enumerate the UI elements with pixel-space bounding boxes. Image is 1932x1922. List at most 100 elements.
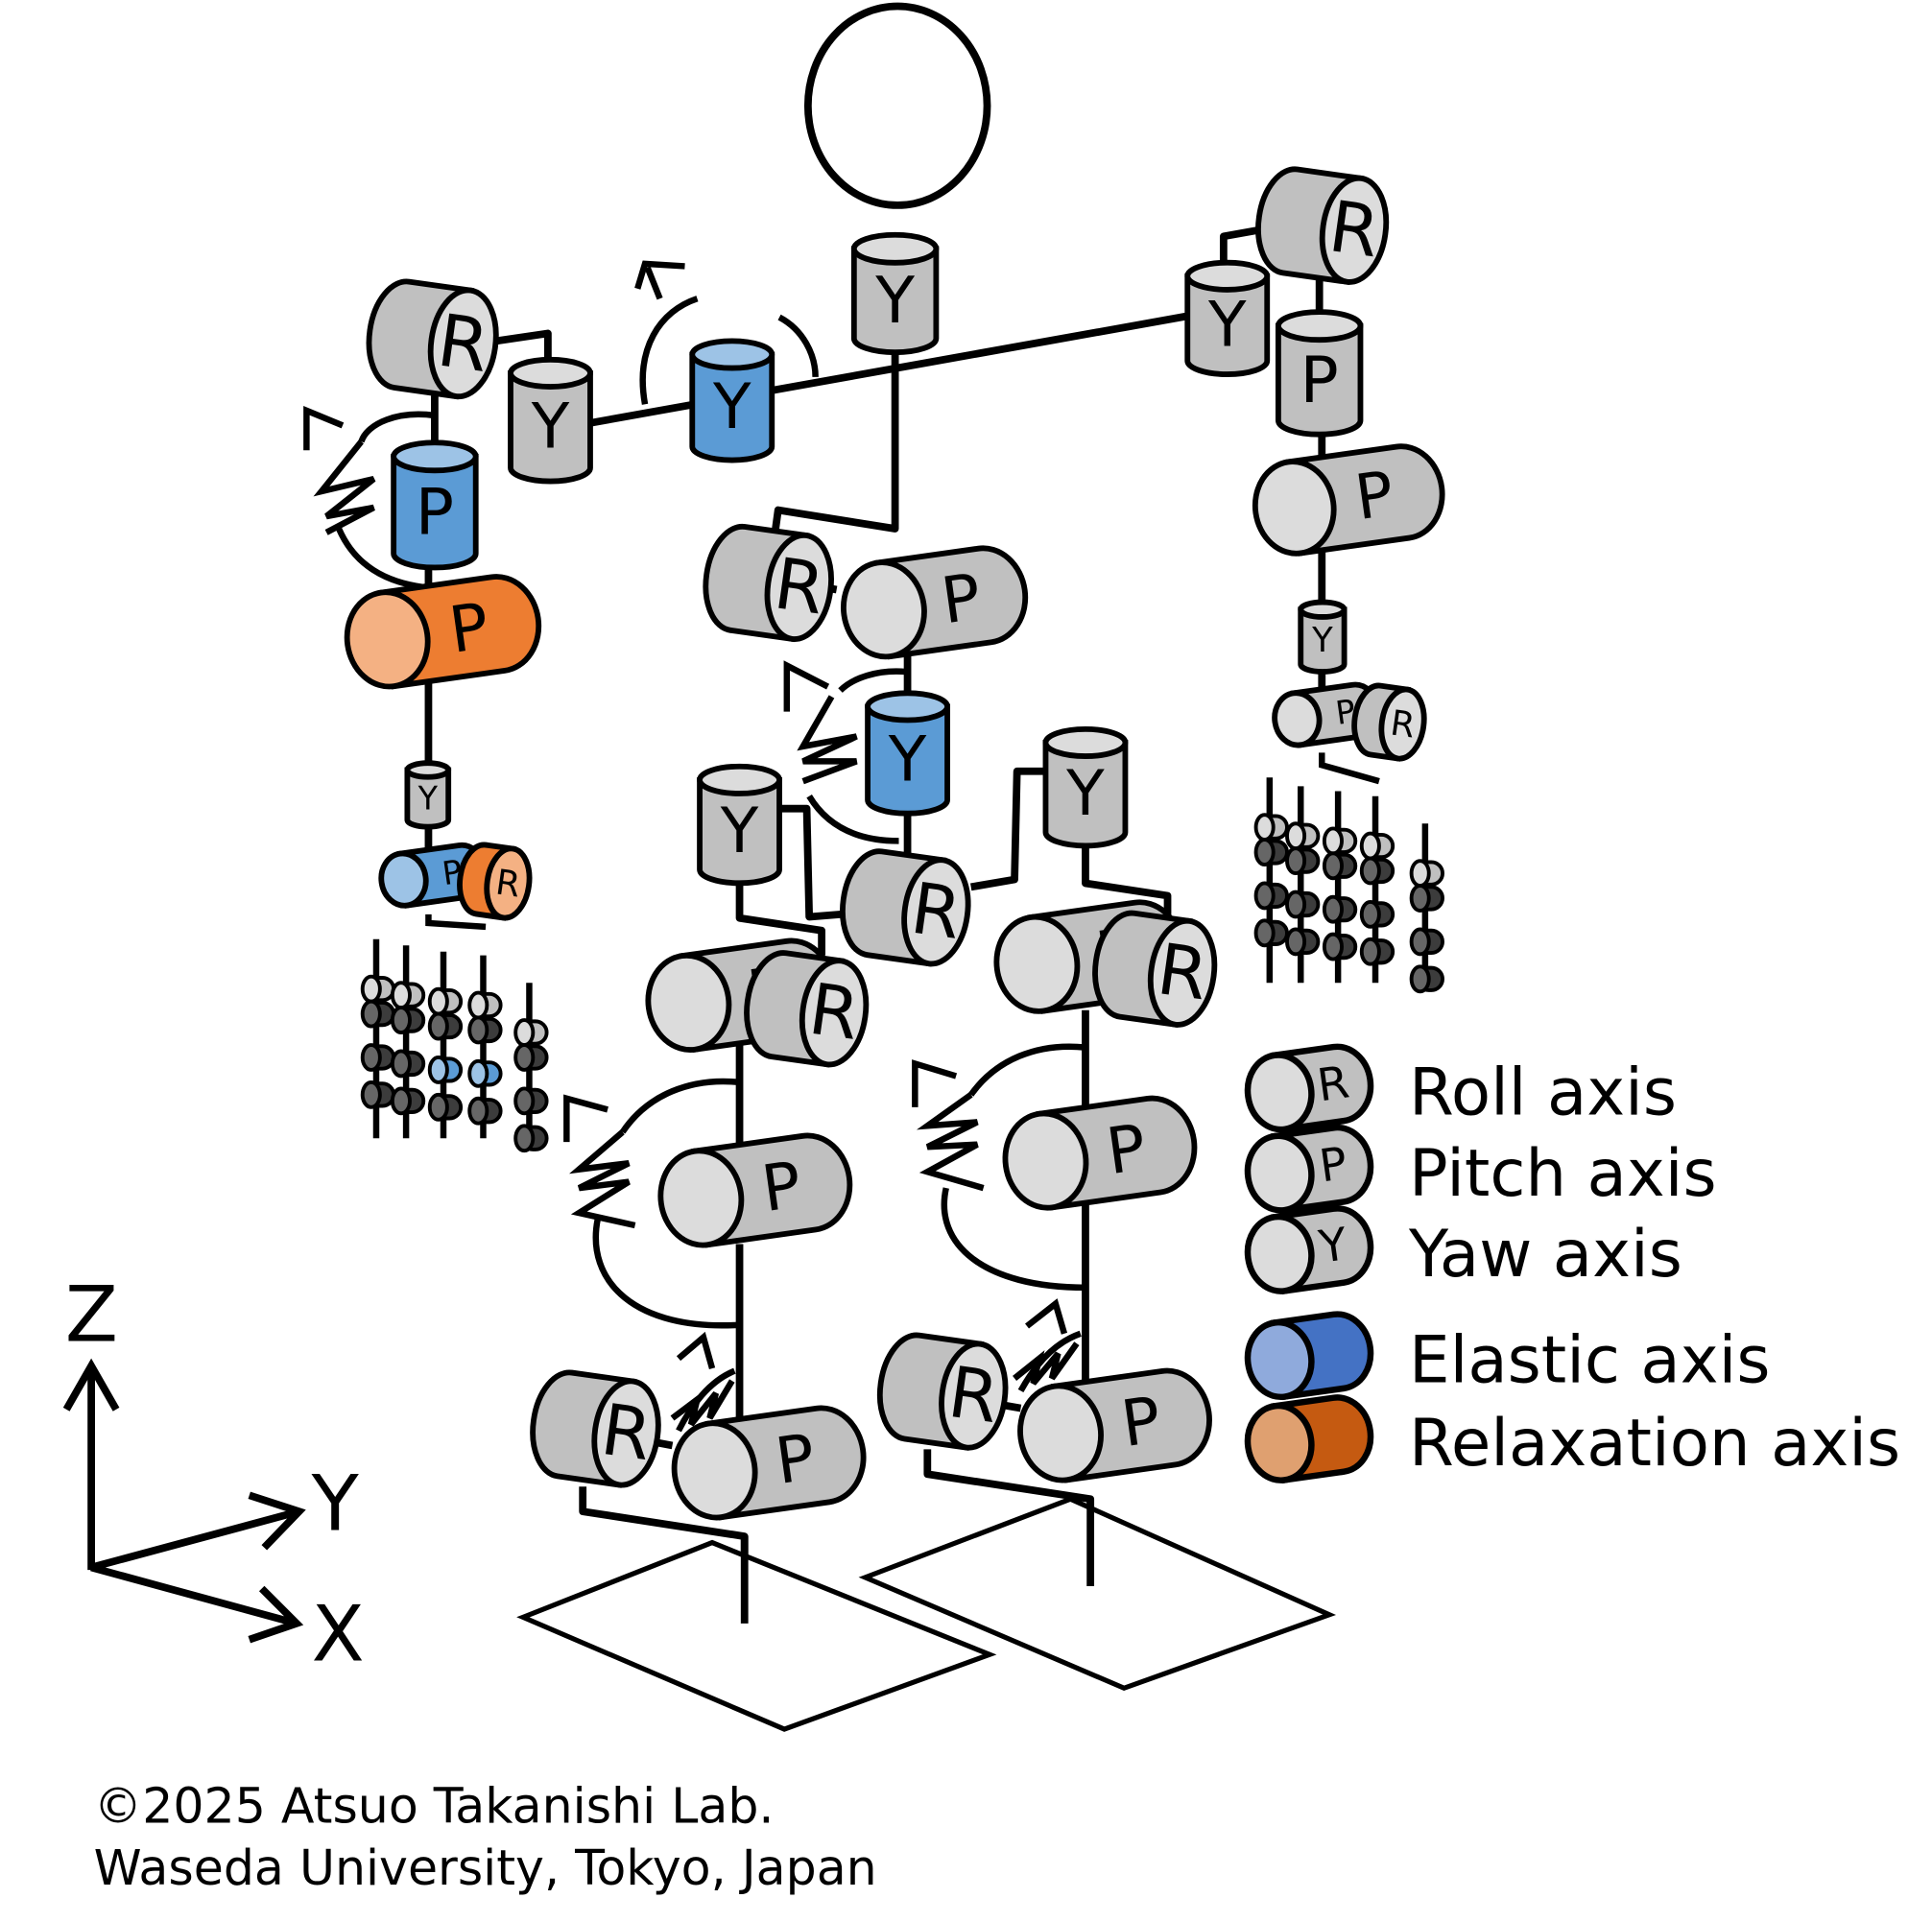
finger-joint-face bbox=[1359, 899, 1381, 929]
cylinder-top bbox=[404, 760, 452, 780]
spring-zigzag bbox=[313, 439, 376, 535]
joint-label: Y bbox=[712, 371, 751, 443]
cylinder-body bbox=[1298, 606, 1348, 675]
finger bbox=[1409, 823, 1444, 994]
cylinder-face bbox=[1244, 1402, 1315, 1483]
joint-left-ankle-pitch: P bbox=[1017, 1367, 1212, 1483]
spring-arc bbox=[941, 1043, 1086, 1292]
finger-joint-face bbox=[467, 1096, 489, 1126]
left-hand bbox=[1253, 752, 1444, 994]
cylinder-top bbox=[697, 763, 782, 796]
cylinder-top bbox=[689, 338, 775, 371]
palm-link bbox=[425, 914, 487, 931]
spring-zigzag bbox=[670, 1379, 735, 1427]
finger-joint-face bbox=[1253, 881, 1276, 911]
spring-arc bbox=[1017, 1330, 1082, 1392]
feet bbox=[516, 1496, 1337, 1732]
cylinder-face bbox=[901, 857, 971, 967]
legend-item: Relaxation axis bbox=[1244, 1394, 1900, 1484]
left-ankle-spring bbox=[1013, 1298, 1082, 1392]
joint-left-shoulder-yaw: Y bbox=[1184, 259, 1271, 377]
arrow-head bbox=[563, 1094, 608, 1143]
joint-label: P bbox=[1300, 343, 1339, 417]
arrow-head bbox=[1025, 1298, 1068, 1335]
joint-left-hip-roll: R bbox=[1092, 910, 1218, 1029]
cylinder-body bbox=[697, 776, 782, 887]
finger-joint-face bbox=[427, 1092, 449, 1122]
joint-label: R bbox=[804, 969, 864, 1056]
legend-swatch: R bbox=[1244, 1043, 1374, 1133]
y-axis-label: Y bbox=[311, 1459, 360, 1549]
cylinder-top bbox=[508, 356, 593, 390]
cylinder-body bbox=[404, 767, 452, 830]
cylinder-top bbox=[391, 439, 479, 474]
legend-item: R Roll axis bbox=[1244, 1043, 1677, 1133]
joint-label: Y bbox=[1311, 621, 1333, 660]
finger-joint-face bbox=[1285, 821, 1307, 851]
joint-label: R bbox=[493, 861, 523, 905]
cylinder-face bbox=[1319, 175, 1390, 285]
finger-joint-face bbox=[1285, 846, 1307, 876]
joint-right-knee-pitch: P bbox=[657, 1132, 853, 1248]
cylinder-body bbox=[865, 703, 950, 817]
finger-joint-face bbox=[390, 1006, 412, 1034]
cylinder-face bbox=[1244, 1052, 1315, 1133]
cylinder-body bbox=[1042, 740, 1129, 849]
finger-joint-face bbox=[513, 1043, 536, 1072]
joint-right-ankle-roll: R bbox=[530, 1369, 661, 1488]
joint-label: R bbox=[1324, 186, 1384, 273]
cylinder-body bbox=[850, 246, 940, 356]
spring-zigzag bbox=[1013, 1341, 1080, 1386]
cylinder-face bbox=[1244, 1132, 1315, 1214]
finger-joint-face bbox=[1359, 856, 1381, 886]
cylinder-body bbox=[508, 370, 593, 485]
joint-left-wrist-roll: R bbox=[1351, 682, 1427, 762]
joint-label: R bbox=[906, 868, 966, 956]
finger-joint-face bbox=[1285, 890, 1307, 919]
finger-joint-face bbox=[360, 974, 382, 1004]
torso-link bbox=[770, 348, 899, 538]
legend-label: Roll axis bbox=[1409, 1055, 1677, 1130]
cylinder-face bbox=[427, 287, 499, 400]
finger bbox=[390, 945, 426, 1139]
finger-joint-face bbox=[1322, 851, 1344, 881]
spring-arc bbox=[806, 668, 907, 844]
chest-spring bbox=[634, 260, 819, 405]
legend-swatch bbox=[1244, 1394, 1374, 1484]
cylinder-face bbox=[378, 850, 429, 909]
finger bbox=[1322, 791, 1358, 984]
finger-joint-face bbox=[1322, 932, 1344, 961]
x-axis-arrowhead bbox=[248, 1585, 304, 1644]
waist-spring bbox=[783, 660, 907, 844]
joint-left-ankle-roll: R bbox=[876, 1332, 1009, 1451]
finger-joint-face bbox=[1253, 838, 1276, 866]
cylinder-body bbox=[391, 453, 479, 571]
joint-right-wrist-roll: R bbox=[457, 842, 533, 921]
legend-item: Elastic axis bbox=[1244, 1311, 1770, 1401]
joint-label: R bbox=[596, 1389, 656, 1477]
finger-joint-face bbox=[513, 1018, 536, 1047]
cylinder-top bbox=[850, 231, 940, 266]
legend-label: Yaw axis bbox=[1408, 1216, 1682, 1292]
joint-right-ankle-pitch: P bbox=[671, 1405, 867, 1521]
cylinder-top bbox=[1275, 309, 1364, 344]
joint-right-shoulder-roll: R bbox=[366, 278, 499, 400]
joint-label: R bbox=[770, 543, 829, 630]
cylinder-face bbox=[484, 845, 533, 921]
cylinder-top bbox=[1298, 599, 1348, 620]
joint-label: Y bbox=[531, 392, 570, 463]
y-axis-arrowhead bbox=[248, 1491, 306, 1551]
spring-zigzag bbox=[569, 1129, 636, 1229]
joint-waist-yaw: Y bbox=[865, 690, 950, 817]
cylinder-face bbox=[939, 1341, 1009, 1451]
finger-joint-face bbox=[390, 1086, 412, 1116]
cylinder-face bbox=[1252, 459, 1337, 557]
cylinder-face bbox=[1272, 690, 1323, 748]
joint-right-shoulder-pitch: P bbox=[391, 439, 479, 571]
spring-zigzag bbox=[644, 266, 663, 300]
finger-joint-face bbox=[467, 1058, 489, 1088]
joint-left-knee-pitch: P bbox=[1002, 1095, 1198, 1211]
x-axis-line bbox=[90, 1563, 298, 1627]
finger-joint-face bbox=[513, 1124, 536, 1153]
